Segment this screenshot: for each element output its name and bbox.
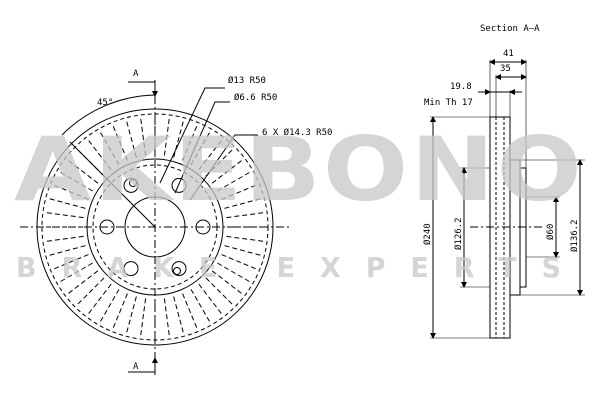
callout-bolt-143: 6 X Ø14.3 R50 — [262, 127, 332, 138]
vent-line — [99, 289, 120, 323]
vent-line — [205, 277, 234, 306]
vent-line — [163, 117, 170, 156]
section-view — [430, 59, 585, 339]
bolt-hole — [123, 177, 139, 193]
bolt-hole — [171, 261, 187, 277]
dim-label-1262: Ø126.2 — [453, 217, 464, 250]
vent-line — [173, 120, 184, 158]
vent-line — [76, 277, 105, 306]
vent-line — [211, 159, 243, 184]
section-label-top: A — [133, 69, 139, 79]
vent-line — [59, 171, 93, 192]
angle-leg — [69, 141, 156, 228]
leader-13 — [159, 87, 225, 184]
vent-line — [126, 296, 137, 334]
dim-label-240: Ø240 — [422, 223, 433, 245]
leader-66 — [174, 101, 230, 194]
vent-line — [87, 283, 112, 315]
vent-line — [226, 212, 265, 219]
vent-line — [67, 159, 99, 184]
vent-line — [182, 125, 198, 161]
dim-label-198: 19.8 — [450, 82, 472, 92]
pilot-hole — [173, 267, 181, 275]
vent-line — [221, 184, 257, 200]
vent-line — [48, 198, 86, 209]
front-view — [20, 80, 290, 375]
dim-label-41: 41 — [503, 49, 514, 59]
akebono-watermark: AKEBONO BRAKE EXPERTS — [14, 118, 586, 284]
callout-hole-66: Ø6.6 R50 — [234, 92, 277, 103]
watermark-brand: AKEBONO — [14, 118, 584, 221]
vent-line — [211, 270, 243, 295]
vent-line — [112, 293, 128, 329]
vent-line — [198, 283, 223, 315]
vent-line — [190, 131, 211, 165]
vent-line — [53, 254, 89, 270]
vent-line — [59, 262, 93, 283]
vent-line — [221, 254, 257, 270]
dim-label-1362: Ø136.2 — [569, 219, 580, 252]
callout-hole-13: Ø13 R50 — [228, 75, 266, 86]
section-label-bottom: A — [133, 362, 139, 372]
leader-143 — [189, 134, 258, 201]
dim-label-min-th: Min Th 17 — [424, 98, 473, 108]
vent-line — [198, 139, 223, 171]
vent-line — [217, 262, 251, 283]
bolt-hole — [171, 177, 187, 193]
vent-line — [217, 171, 251, 192]
vent-line — [67, 270, 99, 295]
vent-line — [173, 296, 184, 334]
vent-line — [205, 148, 234, 177]
vent-line — [87, 139, 112, 171]
vent-line — [53, 184, 89, 200]
vent-line — [99, 131, 120, 165]
angle-label: 45° — [97, 98, 113, 108]
vent-line — [224, 245, 262, 256]
angle-arc — [61, 94, 156, 136]
vent-line — [163, 298, 170, 337]
vent-line — [45, 212, 84, 219]
bolt-holes — [99, 177, 211, 277]
dim-label-60: Ø60 — [545, 224, 556, 240]
section-title: Section A–A — [480, 24, 540, 34]
vent-line — [182, 293, 198, 329]
vent-line — [190, 289, 211, 323]
pilot-hole — [129, 179, 137, 187]
watermark-tagline: BRAKE EXPERTS — [16, 251, 586, 284]
vent-line — [45, 235, 84, 242]
bolt-hole — [123, 261, 139, 277]
vent-line — [226, 235, 265, 242]
vent-line — [224, 198, 262, 209]
dim-label-35: 35 — [500, 64, 511, 74]
vent-line — [140, 298, 147, 337]
vent-line — [126, 120, 137, 158]
vent-line — [112, 125, 128, 161]
vent-line — [140, 117, 147, 156]
vent-line — [48, 245, 86, 256]
